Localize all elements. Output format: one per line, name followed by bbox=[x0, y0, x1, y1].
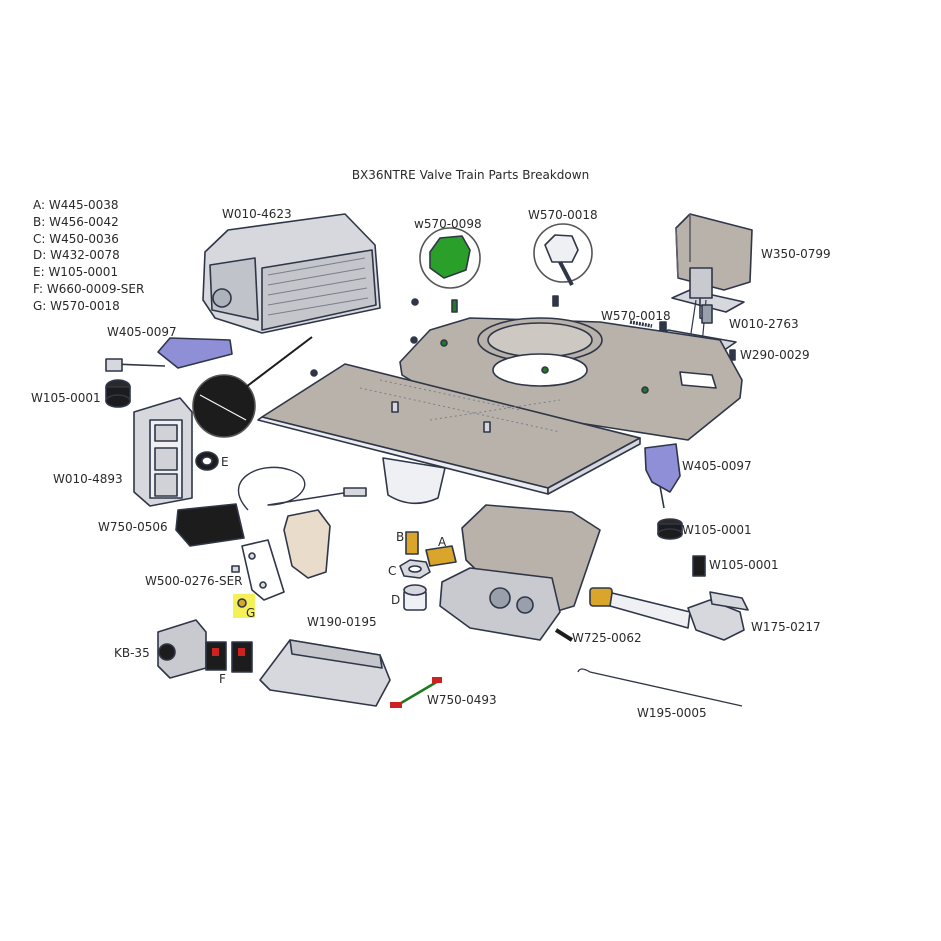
label-a: A bbox=[438, 535, 447, 549]
legend-item-b: B: W456-0042 bbox=[33, 214, 119, 229]
label-w010-2763: W010-2763 bbox=[729, 317, 799, 331]
grommet-right-1-part bbox=[657, 518, 683, 540]
legend-item-c: C: W450-0036 bbox=[33, 231, 119, 246]
label-w195-0005: W195-0005 bbox=[637, 706, 707, 720]
label-g: G bbox=[246, 606, 256, 620]
legend-item-e: E: W105-0001 bbox=[33, 265, 119, 280]
parts-legend: A: W445-0038 B: W456-0042 C: W450-0036 D… bbox=[33, 197, 144, 315]
loose-screw-2 bbox=[410, 336, 418, 344]
flex-line-part bbox=[589, 587, 749, 641]
label-d: D bbox=[391, 593, 401, 607]
label-w750-0506: W750-0506 bbox=[98, 520, 168, 534]
screw-part-mid bbox=[629, 320, 653, 328]
label-w190-0195: W190-0195 bbox=[307, 615, 377, 629]
label-w405-0097-right: W405-0097 bbox=[682, 459, 752, 473]
label-kb-35: KB-35 bbox=[114, 646, 150, 660]
label-w010-4623: W010-4623 bbox=[222, 207, 292, 221]
label-w500-0276-ser: W500-0276-SER bbox=[145, 574, 243, 588]
g-screw-part bbox=[237, 598, 247, 608]
label-w570-0018-top: W570-0018 bbox=[528, 208, 598, 222]
nut-c-part bbox=[399, 559, 431, 579]
grommet-e-hole bbox=[201, 456, 213, 466]
heat-shield-part bbox=[231, 539, 285, 601]
black-knob-callout-part bbox=[192, 336, 313, 438]
beige-cover-part bbox=[283, 509, 331, 579]
legend-item-f: F: W660-0009-SER bbox=[33, 281, 145, 296]
bracket-part bbox=[675, 213, 753, 291]
label-w725-0062: W725-0062 bbox=[572, 631, 642, 645]
top-plate-part bbox=[399, 317, 743, 441]
label-w570-0018-mid: W570-0018 bbox=[601, 309, 671, 323]
grommet-right-2-part bbox=[692, 555, 706, 577]
label-w750-0493: W750-0493 bbox=[427, 693, 497, 707]
label-w105-0001-right-2: W105-0001 bbox=[709, 558, 779, 572]
loose-screw-3 bbox=[310, 369, 318, 377]
label-w290-0029: W290-0029 bbox=[740, 348, 810, 362]
wire-lead-part bbox=[390, 677, 442, 708]
label-w350-0799: W350-0799 bbox=[761, 247, 831, 261]
label-w175-0217: W175-0217 bbox=[751, 620, 821, 634]
wire-harness-left-part bbox=[105, 337, 233, 372]
label-w105-0001-left: W105-0001 bbox=[31, 391, 101, 405]
label-c: C bbox=[388, 564, 397, 578]
label-w010-4893: W010-4893 bbox=[53, 472, 123, 486]
wire-harness-right-part bbox=[644, 443, 681, 509]
diagram-title: BX36NTRE Valve Train Parts Breakdown bbox=[351, 168, 590, 182]
grommet-left-part bbox=[105, 379, 131, 408]
pilot-wire-part bbox=[577, 668, 743, 707]
power-cord-part bbox=[175, 466, 367, 547]
label-w105-0001-right-1: W105-0001 bbox=[682, 523, 752, 537]
receptacle-box-part bbox=[133, 397, 193, 507]
loose-screw-1 bbox=[411, 298, 419, 306]
legend-item-a: A: W445-0038 bbox=[33, 198, 119, 212]
gas-valve-bracket-part bbox=[439, 504, 601, 642]
label-e: E bbox=[221, 455, 229, 469]
green-thumbscrew-part bbox=[419, 227, 481, 313]
label-w570-0098: w570-0098 bbox=[414, 217, 482, 231]
legend-item-g: G: W570-0018 bbox=[33, 298, 120, 313]
label-b: B bbox=[396, 530, 405, 544]
label-f: F bbox=[219, 672, 226, 686]
blower-part bbox=[202, 213, 381, 334]
fitting-b-part bbox=[405, 531, 419, 555]
screw-part-top bbox=[533, 223, 593, 307]
control-box-part bbox=[259, 639, 391, 707]
rocker-switches-part bbox=[205, 641, 253, 673]
burner-tray-part bbox=[257, 363, 641, 505]
fitting-d-part bbox=[403, 584, 427, 611]
label-w405-0097-left: W405-0097 bbox=[107, 325, 177, 339]
legend-item-d: D: W432-0078 bbox=[33, 248, 120, 263]
fitting-a-part bbox=[425, 545, 457, 567]
kb35-switch-part bbox=[157, 619, 207, 679]
